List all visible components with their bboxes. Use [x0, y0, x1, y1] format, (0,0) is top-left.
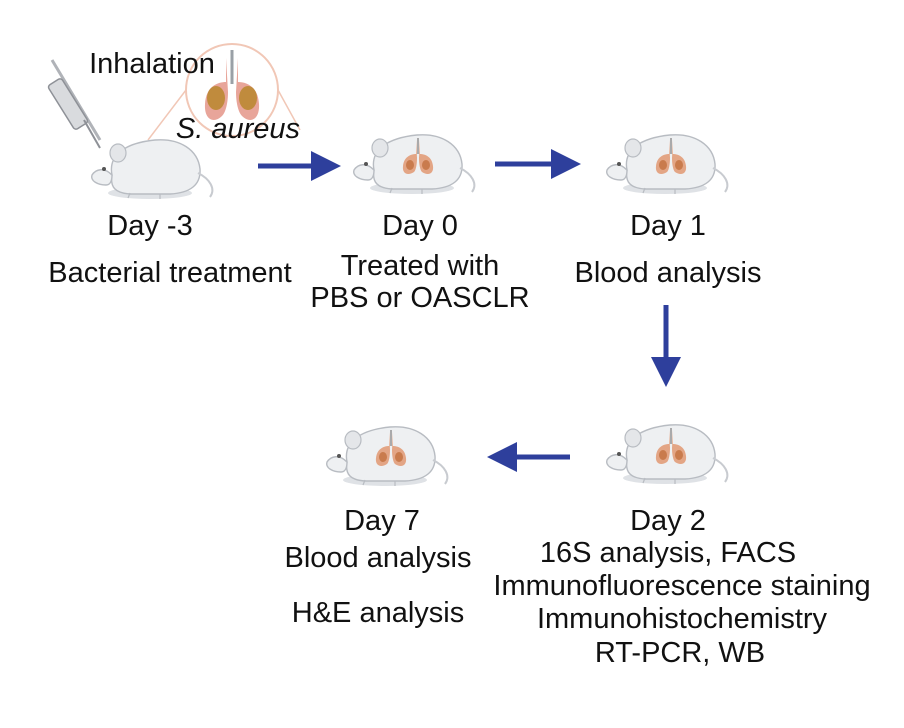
mouse-icon: [605, 423, 729, 485]
stage-description: Treated with: [340, 250, 500, 282]
mouse-icon: [605, 133, 729, 195]
stage-day-label: Day 2: [630, 505, 706, 537]
stage-description: RT-PCR, WB: [594, 637, 766, 669]
stage-day-label: Day -3: [107, 210, 193, 242]
stage-description: Immunohistochemistry: [536, 603, 828, 635]
stage-description: Blood analysis: [284, 542, 472, 574]
stage-day-label: Day 1: [630, 210, 706, 242]
stage-description: H&E analysis: [291, 597, 465, 629]
stage-description: Bacterial treatment: [48, 257, 292, 289]
stage-day-label: Day 0: [382, 210, 458, 242]
syringe-icon: [47, 59, 102, 149]
stage-description: PBS or OASCLR: [310, 282, 530, 314]
lungs-inset-icon: [147, 43, 301, 141]
mouse-icon: [352, 133, 476, 195]
bacterium-label: S. aureus: [175, 113, 301, 145]
mouse-icon: [90, 138, 214, 200]
mouse-icon: [325, 425, 449, 487]
stage-description: 16S analysis, FACS: [539, 537, 797, 569]
stage-description: Blood analysis: [574, 257, 762, 289]
inhalation-label: Inhalation: [89, 48, 215, 80]
stage-day-label: Day 7: [344, 505, 420, 537]
stage-description: Immunofluorescence staining: [493, 570, 871, 602]
